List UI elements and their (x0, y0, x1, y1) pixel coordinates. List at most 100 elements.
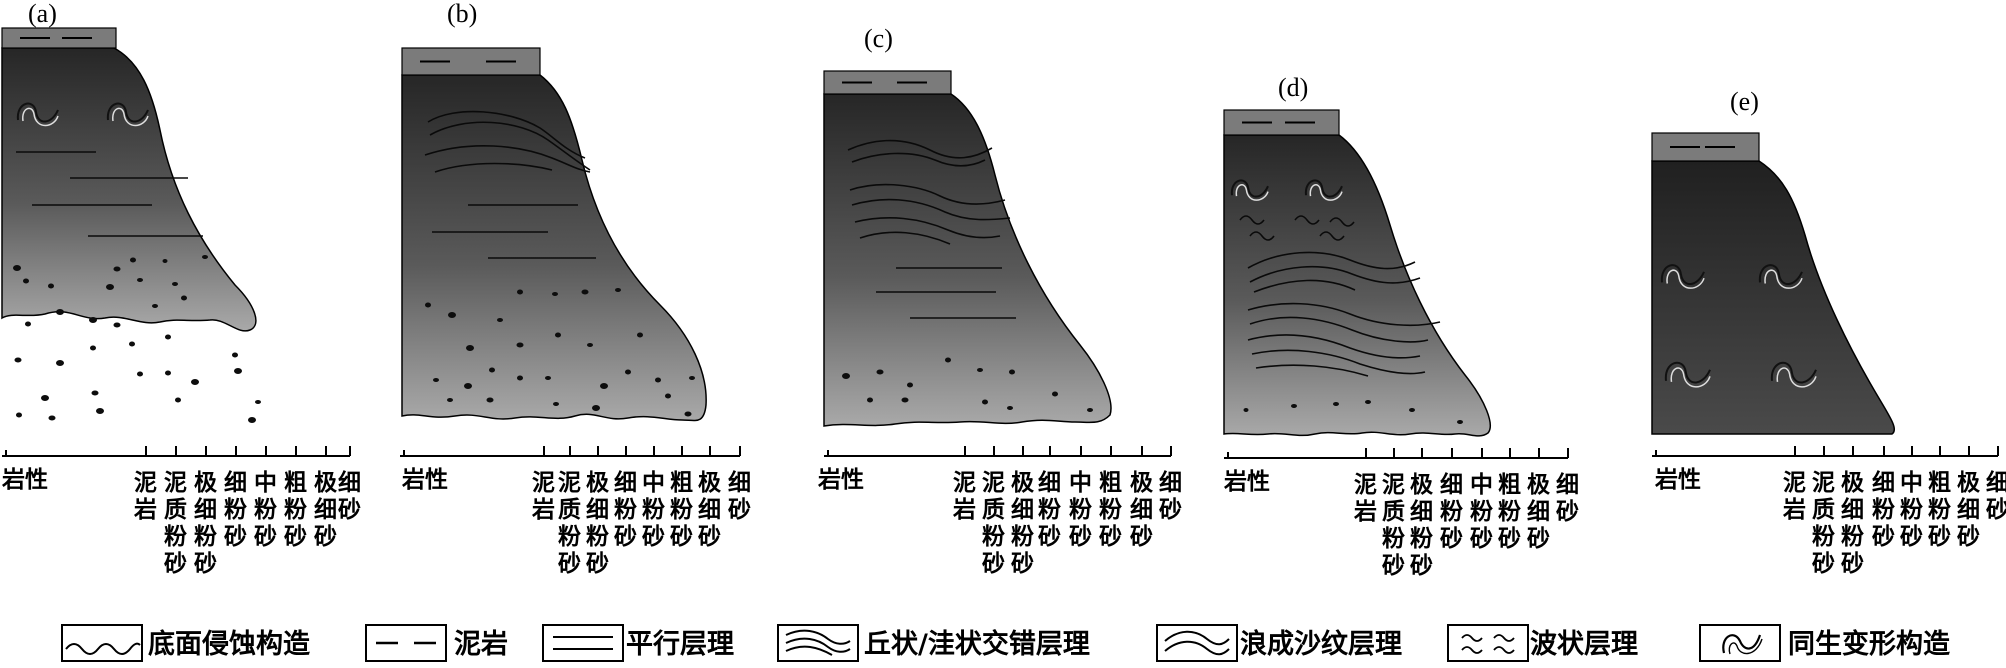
pebble-mark (89, 317, 97, 323)
pebble-mark (907, 382, 913, 388)
pebble-mark (96, 408, 104, 414)
pebble-mark (555, 332, 561, 338)
grain-size-tick-label: 泥岩 (952, 470, 976, 523)
wavy-bedding-mark (1249, 231, 1275, 241)
panel-label: (e) (1730, 87, 1759, 116)
pebble-mark (615, 288, 621, 292)
pebble-mark (592, 405, 600, 411)
pebble-mark (255, 400, 261, 404)
facies-body (823, 93, 1112, 427)
pebble-mark (665, 393, 671, 399)
grain-size-tick-label: 泥岩 (531, 470, 555, 523)
legend-box (1447, 624, 1529, 662)
grain-size-tick-label: 粗粉砂 (284, 469, 307, 550)
pebble-mark (448, 312, 456, 318)
cross-bedding-mark (434, 162, 553, 173)
cross-bedding-mark (1249, 316, 1429, 343)
pebble-mark (1243, 408, 1249, 412)
wavy-bedding-mark (1239, 215, 1265, 225)
ripple-line (1164, 640, 1230, 656)
pebble-mark (1052, 391, 1058, 397)
grain-size-tick-label: 极细粉砂 (586, 470, 609, 577)
erosion-base-icon (61, 624, 143, 662)
pebble-mark (842, 373, 850, 379)
pebble-mark (1457, 420, 1463, 424)
wavy-line (1461, 634, 1483, 642)
lithology-label: 岩性 (1654, 467, 1701, 493)
wavy-bedding-mark (1294, 215, 1320, 225)
syn-deformation-mark (106, 102, 149, 123)
syn-deformation-mark (1770, 361, 1817, 384)
pebble-mark (1291, 404, 1297, 408)
panel-label: (b) (447, 0, 477, 28)
pebble-mark (553, 402, 559, 406)
cross-bedding-mark (849, 183, 1006, 205)
cross-bedding-mark (1247, 251, 1416, 270)
grain-size-tick-label: 泥岩 (1353, 472, 1377, 525)
pebble-mark (191, 379, 199, 385)
grain-size-tick-label: 细砂 (728, 469, 751, 523)
pebble-mark (232, 352, 238, 358)
pebble-mark (464, 383, 472, 389)
facies-body (401, 74, 707, 422)
pebble-mark (552, 292, 558, 296)
legend-box (61, 624, 143, 662)
mudstone-cap (1223, 109, 1340, 136)
pebble-mark (56, 309, 64, 315)
facies-panel-a: (a)岩性泥岩泥质粉砂极细粉砂细粉砂中粉砂粗粉砂极细砂细砂 (1, 0, 361, 577)
cross-bedding-mark (1251, 349, 1426, 375)
deformation-line (1728, 638, 1763, 655)
wavy-bedding-icon (1447, 624, 1529, 662)
pebble-mark (16, 412, 22, 418)
hummocky-swaley-icon (777, 624, 859, 662)
deformation-line (1722, 634, 1762, 654)
grain-size-tick-label: 粗粉砂 (1928, 469, 1951, 550)
pebble-mark (130, 257, 136, 263)
cross-bedding-mark (847, 139, 993, 159)
pebble-mark (600, 383, 608, 389)
syn-deformation-mark (1664, 361, 1711, 384)
pebble-mark (587, 343, 593, 347)
pebble-mark (516, 342, 524, 348)
lithology-label: 岩性 (1, 467, 48, 493)
wavy-line (1461, 646, 1483, 654)
grain-size-tick-label: 极细粉砂 (194, 470, 217, 577)
syn-deformation-mark (22, 107, 59, 127)
legend-item: 平行层理 (542, 624, 734, 662)
pebble-mark (1409, 408, 1415, 412)
grain-size-tick-label: 细粉砂 (1440, 471, 1463, 552)
hcs-line (785, 637, 851, 653)
grain-size-tick-label: 极细砂 (698, 470, 721, 550)
legend-box (542, 624, 624, 662)
pebble-mark (689, 376, 695, 380)
pebble-mark (581, 289, 589, 295)
pebble-mark (876, 369, 884, 375)
pebble-mark (106, 284, 114, 290)
grain-size-tick-label: 中粉砂 (1900, 470, 1923, 550)
pebble-mark (202, 255, 208, 259)
mudstone-cap (1, 27, 117, 49)
legend-item: 泥岩 (365, 624, 508, 662)
syn-deformation-mark (16, 102, 59, 123)
facies-panel-c: (c)岩性泥岩泥质粉砂极细粉砂细粉砂中粉砂粗粉砂极细砂细砂 (817, 24, 1182, 577)
grain-size-tick-label: 粗粉砂 (1099, 469, 1122, 550)
legend-label: 平行层理 (626, 628, 734, 660)
pebble-mark (90, 345, 96, 351)
cross-bedding-mark (1249, 266, 1421, 284)
pebble-mark (234, 368, 242, 374)
syn-deformation-mark (1230, 179, 1269, 198)
lithology-label: 岩性 (1223, 469, 1270, 495)
pebble-mark (129, 341, 135, 347)
pebble-mark (162, 259, 168, 263)
cross-bedding-mark (1255, 364, 1369, 377)
syn-deformation-mark (1235, 184, 1269, 201)
parallel-bedding-icon (542, 624, 624, 662)
legend-label: 丘状/洼状交错层理 (864, 628, 1090, 660)
syn-deformation-mark (1304, 179, 1343, 198)
wavy-bedding-mark (1319, 231, 1345, 241)
pebble-mark (517, 375, 523, 381)
pebble-mark (152, 304, 158, 308)
syn-deformation-mark (1776, 367, 1817, 388)
grain-size-tick-label: 细粉砂 (1038, 469, 1061, 550)
